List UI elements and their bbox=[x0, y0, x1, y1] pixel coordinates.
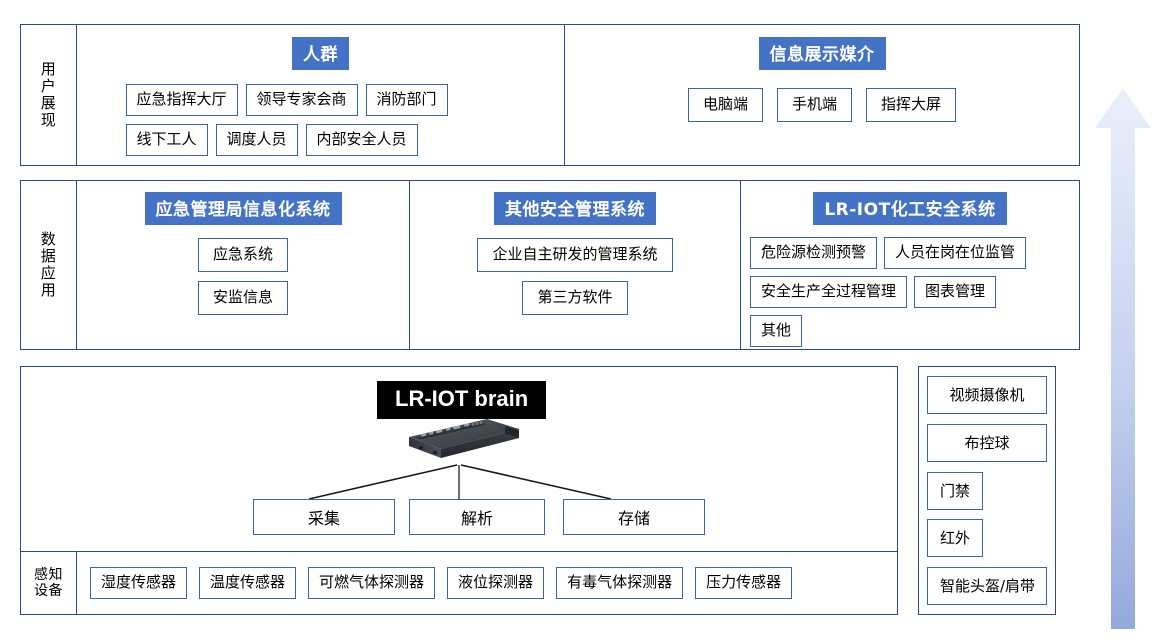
chip-group-other-safety-row2: 第三方软件 bbox=[522, 281, 628, 315]
panel-crowd: 人群 应急指挥大厅 领导专家会商 消防部门 线下工人 调度人员 内部安全人员 bbox=[77, 25, 565, 165]
chip-group-emergency-bureau-row2: 安监信息 bbox=[197, 281, 288, 315]
chip-chart-management[interactable]: 图表管理 bbox=[914, 276, 997, 308]
panel-lriot-chemical-safety: LR-IOT化工安全系统 危险源检测预警 人员在岗在位监管 安全生产全过程管理 … bbox=[741, 181, 1079, 349]
process-box-collect[interactable]: 采集 bbox=[253, 499, 395, 535]
section-platform: LR-IOT brain bbox=[20, 366, 898, 552]
panel-banner-crowd: 人群 bbox=[292, 37, 349, 70]
row-label-user-display: 用 户 展 现 bbox=[21, 25, 77, 165]
chip-combustible-gas-detector[interactable]: 可燃气体探测器 bbox=[308, 567, 436, 599]
row-label-char: 据 bbox=[40, 246, 57, 265]
row-label-perception: 感知 设备 bbox=[21, 552, 77, 614]
row-label-char: 现 bbox=[40, 111, 57, 130]
chip-group-emergency-bureau-row1: 应急系统 bbox=[197, 238, 288, 272]
chip-group-lriot-row3: 其他 bbox=[750, 315, 1070, 347]
chip-full-process-safety-mgmt[interactable]: 安全生产全过程管理 bbox=[750, 276, 908, 308]
section-perception-devices: 感知 设备 湿度传感器 温度传感器 可燃气体探测器 液位探测器 有毒气体探测器 … bbox=[20, 552, 898, 615]
rack-server-icon bbox=[401, 417, 521, 465]
chip-third-party-software[interactable]: 第三方软件 bbox=[522, 281, 628, 315]
chip-infrared[interactable]: 红外 bbox=[927, 519, 984, 558]
chip-humidity-sensor[interactable]: 湿度传感器 bbox=[90, 567, 188, 599]
row-label-char: 展 bbox=[40, 94, 57, 112]
chip-group-lriot-row2: 安全生产全过程管理 图表管理 bbox=[750, 276, 1070, 308]
chip-self-developed-system[interactable]: 企业自主研发的管理系统 bbox=[477, 238, 673, 272]
sensor-chip-group: 湿度传感器 温度传感器 可燃气体探测器 液位探测器 有毒气体探测器 压力传感器 bbox=[77, 552, 897, 614]
panel-banner-emergency-bureau: 应急管理局信息化系统 bbox=[144, 192, 342, 225]
chip-mobile-terminal[interactable]: 手机端 bbox=[776, 88, 852, 122]
chip-hazard-detection-alert[interactable]: 危险源检测预警 bbox=[750, 237, 878, 269]
row-label-data-application: 数 据 应 用 bbox=[21, 181, 77, 349]
chip-command-big-screen[interactable]: 指挥大屏 bbox=[866, 88, 957, 122]
row-label-char: 应 bbox=[40, 264, 57, 282]
row-label-char: 感知 bbox=[34, 566, 63, 583]
chip-leader-expert-consult[interactable]: 领导专家会商 bbox=[245, 84, 358, 116]
chip-pressure-sensor[interactable]: 压力传感器 bbox=[695, 567, 793, 599]
chip-ptz-ball-camera[interactable]: 布控球 bbox=[927, 423, 1047, 462]
row-label-char: 设备 bbox=[34, 583, 63, 599]
row-label-char: 数 bbox=[40, 229, 57, 248]
chip-access-control[interactable]: 门禁 bbox=[927, 471, 984, 510]
process-box-store[interactable]: 存储 bbox=[563, 499, 705, 535]
panel-banner-other-safety: 其他安全管理系统 bbox=[494, 192, 656, 225]
chip-dispatcher[interactable]: 调度人员 bbox=[215, 124, 298, 156]
chip-toxic-gas-detector[interactable]: 有毒气体探测器 bbox=[556, 567, 684, 599]
chip-video-camera[interactable]: 视频摄像机 bbox=[927, 376, 1047, 414]
chip-group-crowd-row1: 应急指挥大厅 领导专家会商 消防部门 bbox=[125, 84, 516, 116]
upward-flow-arrow bbox=[1094, 86, 1152, 631]
row-label-char: 用 bbox=[40, 59, 57, 78]
chip-other[interactable]: 其他 bbox=[750, 315, 803, 347]
section-data-application: 数 据 应 用 应急管理局信息化系统 应急系统 安监信息 其他安全管理系统 企业… bbox=[20, 180, 1080, 350]
chip-emergency-system[interactable]: 应急系统 bbox=[197, 238, 288, 272]
chip-emergency-command-hall[interactable]: 应急指挥大厅 bbox=[125, 84, 238, 116]
chip-fire-department[interactable]: 消防部门 bbox=[365, 84, 448, 116]
panel-other-safety-system: 其他安全管理系统 企业自主研发的管理系统 第三方软件 bbox=[410, 181, 741, 349]
row-label-char: 户 bbox=[40, 76, 57, 95]
chip-internal-safety-staff[interactable]: 内部安全人员 bbox=[305, 124, 418, 156]
panel-banner-lriot-chemical: LR-IOT化工安全系统 bbox=[813, 192, 1007, 225]
chip-group-display-media: 电脑端 手机端 指挥大屏 bbox=[687, 88, 957, 122]
chip-liquid-level-detector[interactable]: 液位探测器 bbox=[447, 567, 545, 599]
chip-group-lriot-row1: 危险源检测预警 人员在岗在位监管 bbox=[750, 237, 1070, 269]
chip-offline-worker[interactable]: 线下工人 bbox=[125, 124, 208, 156]
panel-emergency-bureau-system: 应急管理局信息化系统 应急系统 安监信息 bbox=[77, 181, 410, 349]
chip-personnel-on-duty-monitor[interactable]: 人员在岗在位监管 bbox=[884, 237, 1027, 269]
row-label-char: 用 bbox=[40, 281, 57, 300]
brain-title-banner: LR-IOT brain bbox=[377, 381, 547, 419]
panel-display-media: 信息展示媒介 电脑端 手机端 指挥大屏 bbox=[565, 25, 1079, 165]
section-user-display: 用 户 展 现 人群 应急指挥大厅 领导专家会商 消防部门 线下工人 调度人员 … bbox=[20, 24, 1080, 166]
chip-group-crowd-row2: 线下工人 调度人员 内部安全人员 bbox=[125, 124, 516, 156]
panel-banner-display-media: 信息展示媒介 bbox=[758, 37, 886, 70]
section-video-devices: 视频摄像机 布控球 门禁 红外 智能头盔/肩带 bbox=[918, 366, 1056, 615]
chip-smart-helmet-strap[interactable]: 智能头盔/肩带 bbox=[927, 567, 1047, 605]
chip-pc-terminal[interactable]: 电脑端 bbox=[687, 88, 763, 122]
chip-safety-supervision-info[interactable]: 安监信息 bbox=[197, 281, 288, 315]
process-box-parse[interactable]: 解析 bbox=[409, 499, 545, 535]
chip-group-other-safety-row1: 企业自主研发的管理系统 bbox=[477, 238, 673, 272]
chip-temperature-sensor[interactable]: 温度传感器 bbox=[199, 567, 297, 599]
